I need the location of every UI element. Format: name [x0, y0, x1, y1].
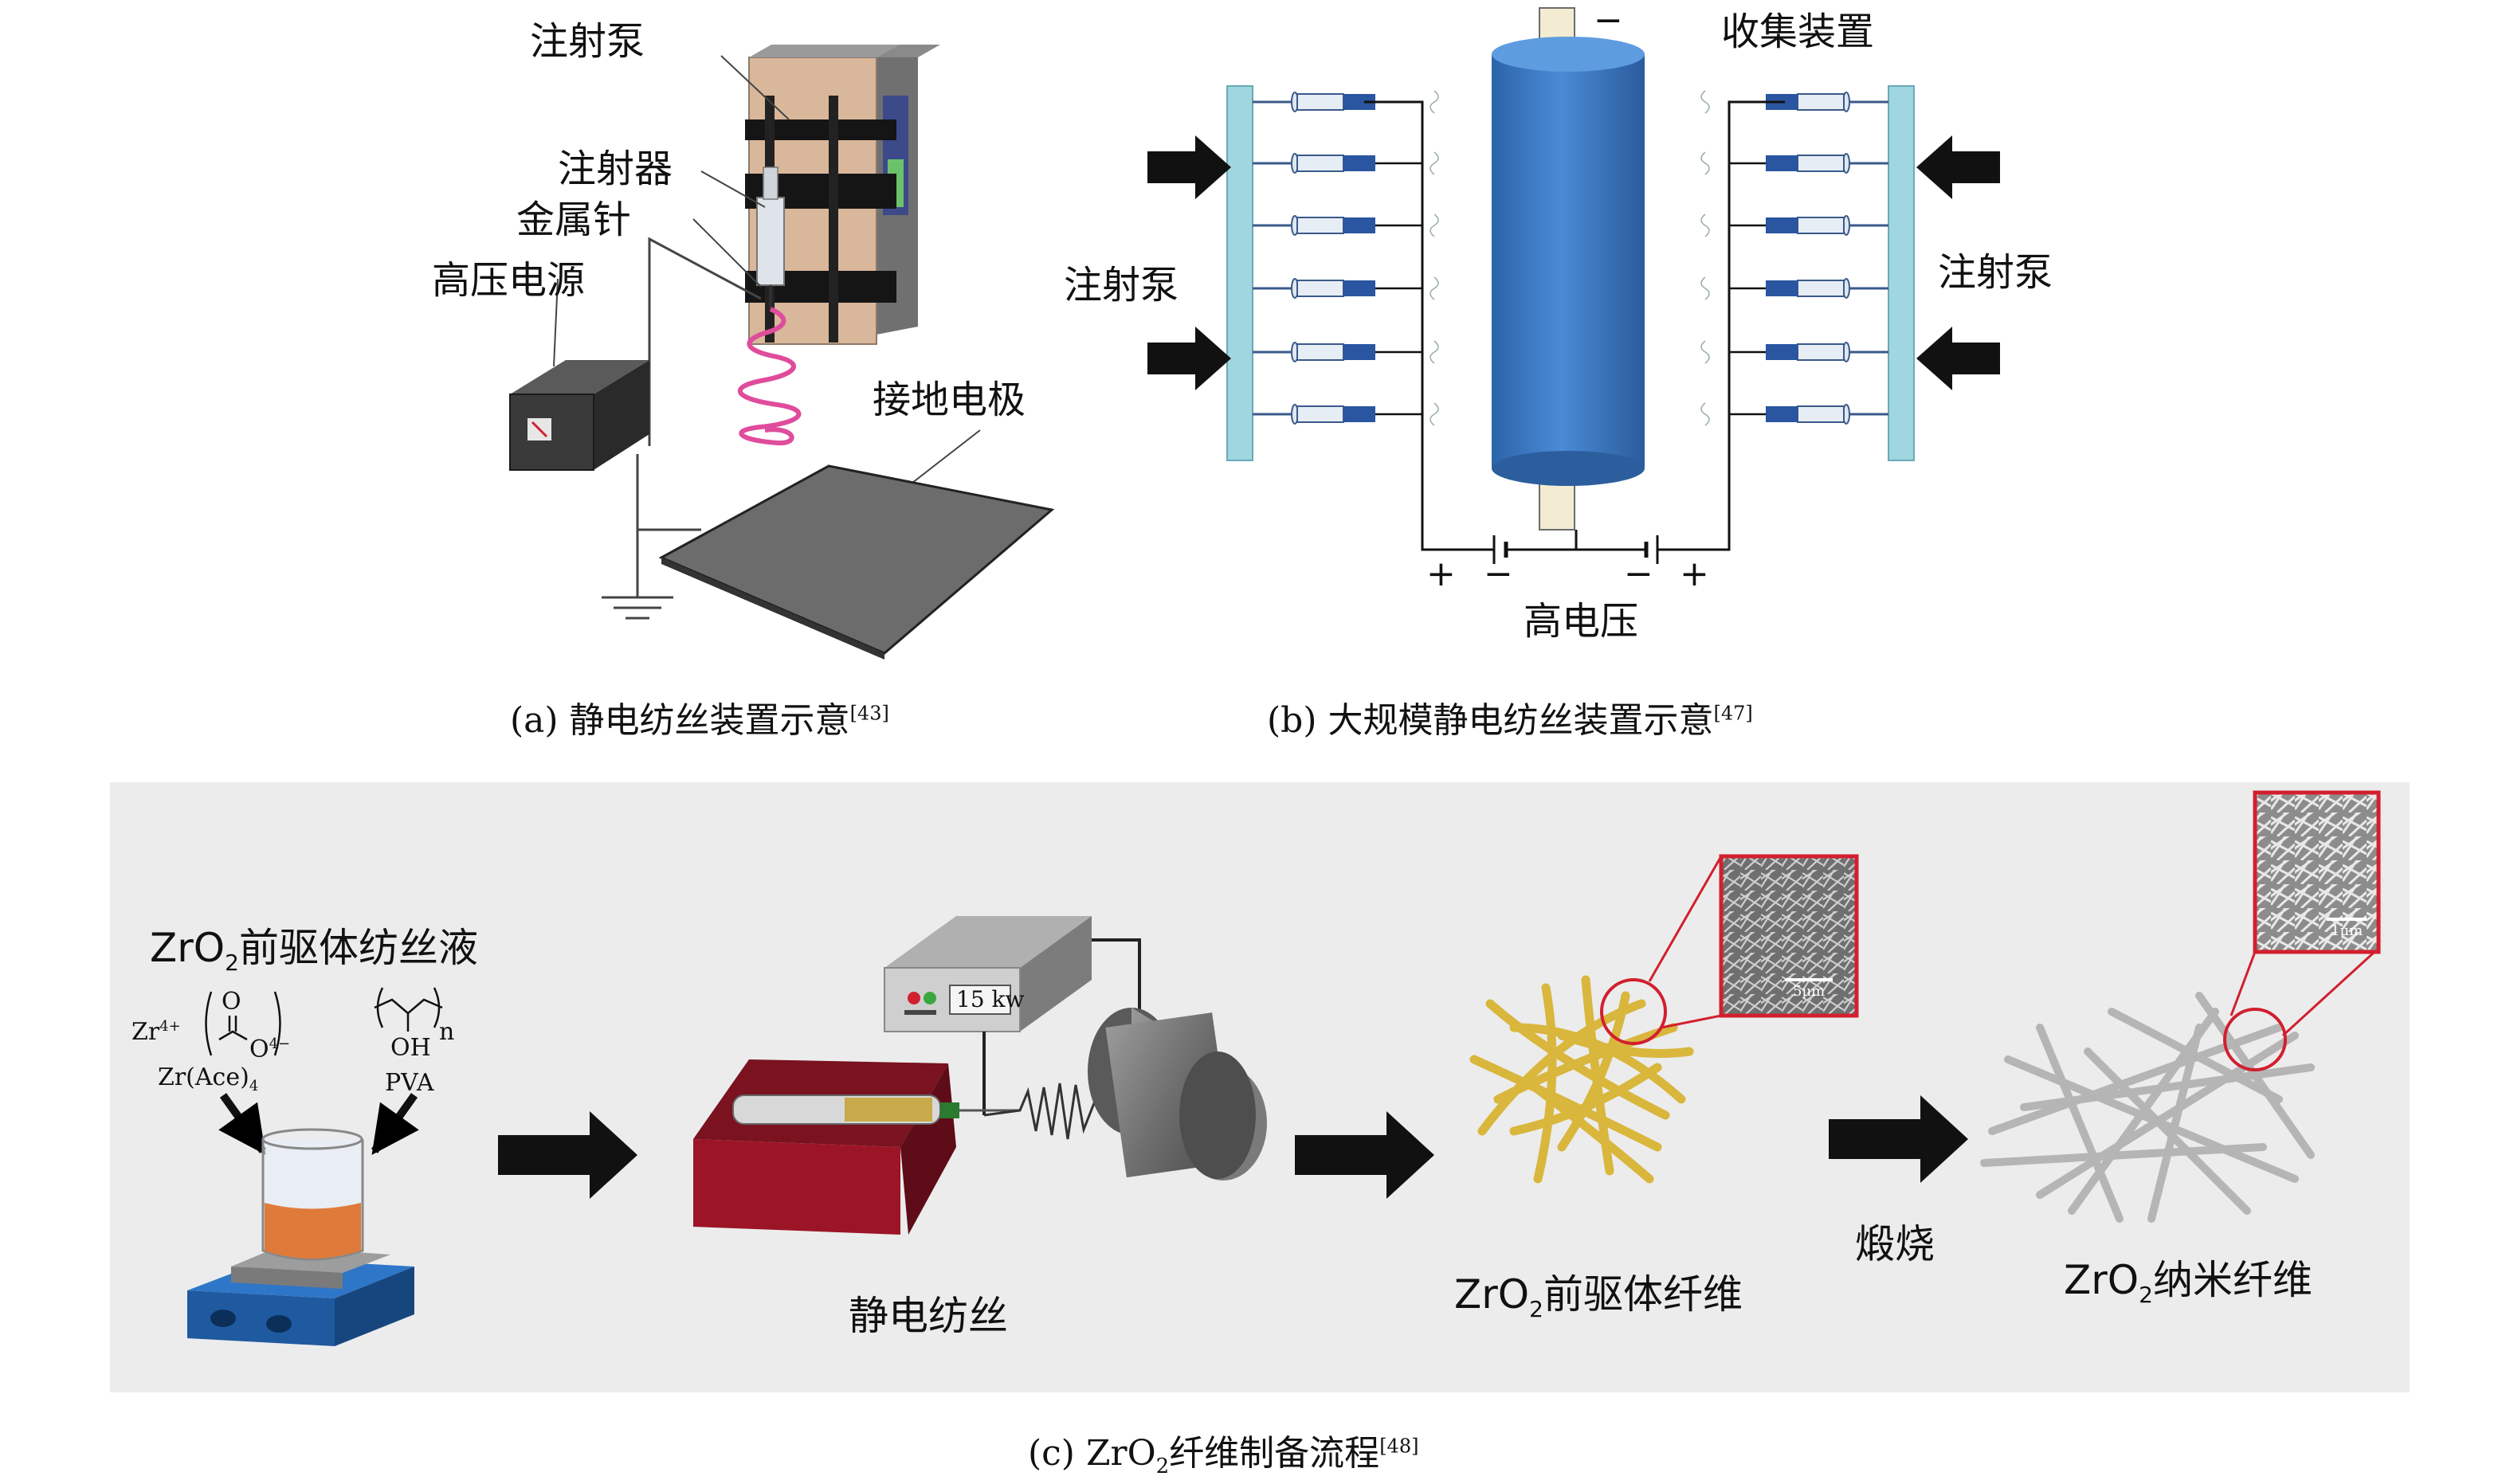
- syringe-right: [1700, 151, 1888, 175]
- caption-c-pre: (c) ZrO: [1028, 1433, 1156, 1474]
- syringe-left: [1253, 340, 1439, 364]
- panel-c-diagram: [187, 790, 2381, 1346]
- syringe-right: [1700, 213, 1888, 237]
- precursor-fiber-sub: 2: [1529, 1296, 1543, 1322]
- label-electrospinning: 静电纺丝: [849, 1293, 1008, 1339]
- syringe-pump-device: [745, 45, 940, 345]
- power-display: 15 kw: [956, 986, 1025, 1012]
- label-syringe-pump-right: 注射泵: [1938, 250, 2053, 295]
- caption-c-ref: [48]: [1379, 1435, 1419, 1458]
- caption-a-text: (a) 静电纺丝装置示意: [510, 700, 850, 741]
- zro2-nanofibers: [1980, 992, 2315, 1223]
- pva-label: PVA: [385, 1069, 434, 1097]
- precursor-fibers: [1469, 975, 1694, 1184]
- label-plus-left: +: [1426, 554, 1456, 594]
- zr-ace-label: Zr(Ace)4: [158, 1063, 258, 1094]
- pink-spring-jet: [737, 307, 802, 446]
- sem-image-nanofiber: [2253, 790, 2381, 954]
- caption-a-ref: [43]: [849, 702, 889, 725]
- ground-electrode-plate: [658, 464, 1055, 655]
- syringe-left: [1253, 402, 1439, 426]
- syringe-left: [1253, 213, 1439, 237]
- panel-a-diagram: [509, 45, 1055, 660]
- label-calcination: 煅烧: [1855, 1221, 1935, 1267]
- label-syringe-pump-left: 注射泵: [1064, 263, 1179, 307]
- label-hv-power: 高压电源: [432, 258, 586, 303]
- label-syringe: 注射器: [558, 147, 673, 191]
- caption-b-ref: [47]: [1713, 702, 1753, 725]
- zr-ace-pre: Zr(Ace): [158, 1063, 249, 1091]
- label-plus-right: +: [1680, 554, 1709, 594]
- scale-5um: 5μm: [1793, 983, 1826, 1000]
- syringe-array: [1253, 90, 1888, 426]
- label-minus-top: −: [1594, 0, 1623, 41]
- panel-b-diagram: [1147, 7, 2000, 564]
- caption-c-sub: 2: [1155, 1454, 1170, 1478]
- solution-title-pre: ZrO: [150, 925, 226, 971]
- syringe-right: [1700, 402, 1888, 426]
- arrow-2-icon: [1295, 1111, 1434, 1199]
- n-label: n: [439, 1018, 455, 1046]
- nanofiber-post: 纳米纤维: [2153, 1257, 2312, 1303]
- anion-charge: 4−: [269, 1036, 291, 1052]
- syringe-right: [1700, 340, 1888, 364]
- panel-c-background: [110, 782, 2410, 1392]
- left-pump-panel: [1226, 85, 1253, 461]
- zr-ion-label: Zr4+: [131, 1018, 181, 1046]
- caption-a: (a) 静电纺丝装置示意[43]: [510, 691, 889, 742]
- label-precursor-fiber: ZrO2前驱体纤维: [1454, 1263, 1743, 1322]
- label-solution-title: ZrO2前驱体纺丝液: [150, 916, 478, 976]
- precursor-fiber-pre: ZrO: [1454, 1271, 1530, 1318]
- precursor-fiber-post: 前驱体纤维: [1543, 1271, 1743, 1318]
- arrow-1-icon: [498, 1111, 637, 1199]
- syringe-left: [1253, 151, 1439, 175]
- anion-o: O: [249, 1036, 269, 1063]
- nanofiber-sub: 2: [2139, 1282, 2153, 1308]
- scale-1um: 1μm: [2331, 922, 2363, 939]
- hotplate-beaker: [187, 1128, 414, 1346]
- oh-label: OH: [390, 1034, 431, 1062]
- label-nanofiber: ZrO2纳米纤维: [2064, 1248, 2312, 1308]
- label-minus-left: −: [1484, 554, 1513, 594]
- caption-c-post: 纤维制备流程: [1169, 1433, 1380, 1474]
- zr-ion: Zr: [131, 1018, 160, 1046]
- label-high-voltage: 高电压: [1524, 599, 1639, 644]
- sem-image-precursor: [1719, 854, 1859, 1018]
- label-minus-right: −: [1624, 554, 1653, 594]
- solution-title-sub: 2: [225, 950, 239, 976]
- right-pump-panel: [1888, 85, 1915, 461]
- hv-power-box: [509, 360, 649, 471]
- solution-title-post: 前驱体纺丝液: [239, 925, 478, 971]
- electrospinning-device: [693, 916, 1267, 1235]
- caption-c: (c) ZrO2纤维制备流程[48]: [1028, 1424, 1418, 1478]
- label-syringe-pump: 注射泵: [530, 19, 645, 64]
- anion-o-label: O4−: [249, 1036, 290, 1063]
- caption-b-text: (b) 大规模静电纺丝装置示意: [1267, 700, 1714, 741]
- arrow-3-icon: [1829, 1095, 1968, 1183]
- carbonyl-o: O: [222, 988, 241, 1016]
- label-collector: 收集装置: [1721, 10, 1875, 54]
- caption-b: (b) 大规模静电纺丝装置示意[47]: [1267, 691, 1753, 742]
- syringe-right: [1700, 276, 1888, 300]
- zr-ace-sub: 4: [249, 1078, 259, 1094]
- nanofiber-pre: ZrO: [2064, 1257, 2139, 1303]
- syringe-left: [1253, 276, 1439, 300]
- label-ground-electrode: 接地电极: [873, 378, 1026, 422]
- label-metal-needle: 金属针: [516, 198, 632, 242]
- zr-charge: 4+: [159, 1018, 181, 1035]
- collector-drum: [1492, 7, 1645, 531]
